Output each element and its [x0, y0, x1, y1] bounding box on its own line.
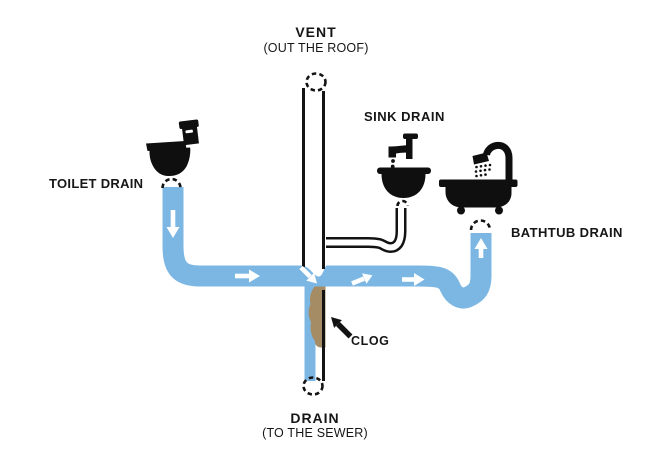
- mainline-left-arrow-right: [235, 269, 260, 283]
- sink-faucet-spout: [388, 145, 412, 158]
- sink-icon: [377, 133, 431, 198]
- clog-label: CLOG: [351, 334, 390, 348]
- flow-arrows: [166, 210, 488, 286]
- bathtub-drain-label: BATHTUB DRAIN: [511, 225, 623, 240]
- toilet-drain-label: TOILET DRAIN: [49, 176, 144, 191]
- vent-top-opening: [305, 72, 327, 92]
- vent-label: VENT: [295, 24, 337, 40]
- stack-water-stripe: [304, 284, 316, 381]
- tub-body: [445, 187, 512, 208]
- mainline-rise-arrow-upright: [351, 273, 373, 286]
- pipe-openings: [161, 72, 492, 396]
- junction-pinch: [303, 257, 326, 277]
- toilet-flow-arrow-down: [166, 210, 180, 238]
- toilet-icon: [146, 119, 199, 177]
- main-water-pipe: [162, 187, 492, 309]
- sink-rim: [377, 167, 431, 174]
- sink-drip-2: [390, 164, 395, 169]
- sink-bowl: [381, 174, 426, 198]
- bathtub-icon: [439, 141, 518, 215]
- water-pipes: [162, 187, 492, 381]
- shower-head: [472, 152, 489, 165]
- sink-trap-pipe-inner: [326, 208, 404, 251]
- tub-rim: [439, 179, 518, 187]
- bathtub-outlet-opening: [469, 219, 492, 231]
- sink-drip-1: [391, 159, 395, 163]
- shower-pipe: [483, 141, 513, 180]
- drain-label: DRAIN: [290, 410, 340, 426]
- sink-faucet-handle: [403, 133, 418, 139]
- junction-arrow-downright: [299, 265, 317, 284]
- vent-sublabel: (OUT THE ROOF): [263, 41, 369, 55]
- sink-drain-label: SINK DRAIN: [364, 109, 445, 124]
- sewer-drain-opening: [302, 376, 324, 396]
- mainline-right-arrow-right: [402, 273, 425, 286]
- drain-sublabel: (TO THE SEWER): [262, 426, 368, 440]
- shower-spray-dots: [474, 163, 492, 178]
- sink-outlet-opening: [396, 199, 409, 207]
- bathtub-backflow-arrow-up: [474, 238, 488, 258]
- toilet-outlet-opening: [161, 177, 182, 189]
- tub-foot-left: [457, 206, 465, 215]
- clog-blob: [308, 286, 326, 348]
- tub-foot-right: [495, 206, 503, 215]
- clog-pointer-arrow: [331, 317, 353, 339]
